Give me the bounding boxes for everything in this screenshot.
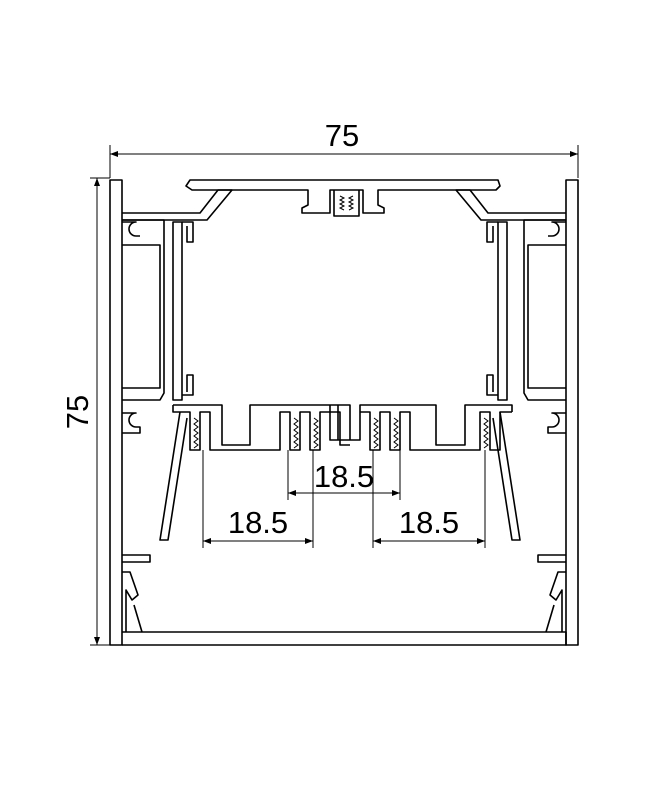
height-label: 75 (60, 395, 95, 429)
outer-shell (109, 179, 579, 646)
width-label: 75 (325, 118, 359, 153)
fin-spacing-center: 18.5 (287, 450, 401, 500)
top-cover (185, 179, 501, 217)
left-groove-bottom (122, 412, 141, 434)
right-groove-bottom (547, 412, 566, 434)
left-groove-top (122, 221, 140, 237)
fin-spacing-right-label: 18.5 (399, 505, 459, 540)
fin-spacing-center-label: 18.5 (314, 459, 374, 494)
fin-spacing-right: 18.5 (372, 450, 486, 548)
fin-spacing-left-label: 18.5 (228, 505, 288, 540)
inner-chamber (122, 219, 566, 434)
bottom-clips (122, 554, 566, 633)
height-dimension: 75 (60, 177, 110, 646)
fin-spacing-left: 18.5 (202, 450, 314, 548)
heatsink-fins (159, 404, 521, 541)
width-dimension: 75 (109, 118, 579, 178)
right-groove-top (548, 221, 566, 237)
